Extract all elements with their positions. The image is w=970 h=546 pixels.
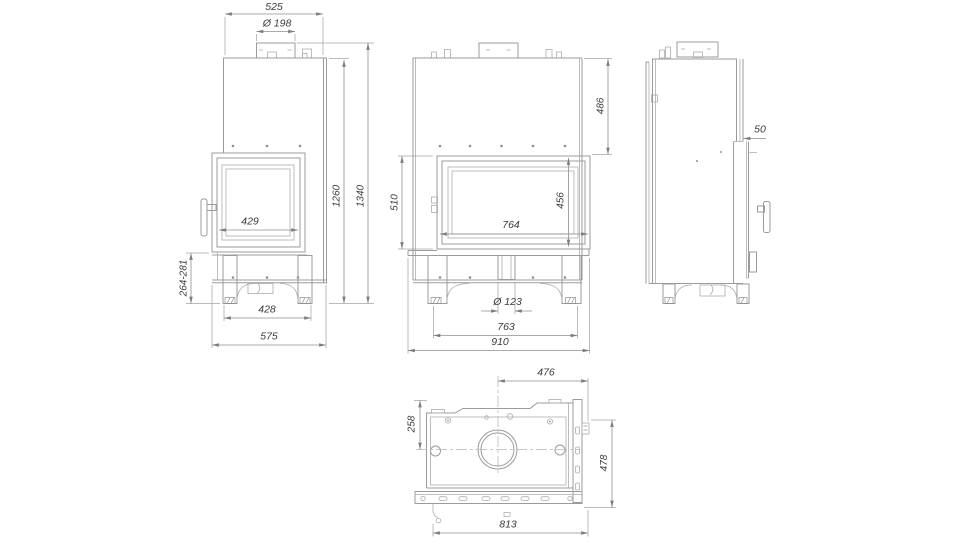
bolt-hole	[430, 445, 441, 457]
bolt-hole	[554, 444, 566, 456]
dim-depth: 478	[599, 454, 610, 471]
flange-bracket	[581, 422, 590, 435]
dim-side-glass-width: 429	[241, 216, 259, 228]
side-door-frame	[211, 152, 306, 253]
hinge	[431, 205, 438, 213]
dim-flue-to-back: 258	[407, 415, 418, 433]
dim-glass-height: 456	[556, 192, 567, 209]
air-control-lever	[749, 251, 757, 273]
base-latch	[699, 284, 726, 297]
dim-total-depth: 575	[260, 331, 278, 343]
mounting-flange	[572, 399, 583, 503]
side-glass	[225, 168, 291, 237]
dim-top-depth: 525	[265, 1, 283, 13]
dim-flue-to-right: 476	[537, 367, 555, 379]
front-strip	[414, 491, 583, 504]
dim-leg-range: 264-281	[179, 260, 190, 298]
door-handle	[763, 201, 771, 233]
front-door-frame	[436, 155, 591, 250]
dim-feet-depth: 428	[258, 304, 276, 316]
dim-air-inlet: Ø 123	[492, 296, 522, 308]
base-latch	[247, 283, 274, 294]
top-view: 476 258 478 813	[407, 367, 616, 537]
dim-upper-height: 486	[596, 97, 607, 114]
right-side-view: 525 Ø 198 429 1260 1340 264-281 428 575	[179, 1, 374, 348]
flue-stub	[676, 41, 719, 58]
dim-flue-diameter: Ø 198	[262, 18, 292, 30]
front-view: 486 510 764 456 Ø 123 763 910	[390, 42, 612, 354]
hinge	[431, 196, 438, 204]
door-handle	[200, 198, 208, 237]
dim-total-width: 910	[491, 336, 509, 348]
chain-hook	[435, 517, 442, 524]
shield-clip	[651, 94, 658, 103]
door-handle-bracket	[757, 205, 765, 213]
dim-door-height: 510	[390, 194, 401, 211]
left-side-view: 50	[645, 41, 771, 304]
dim-glass-width: 764	[502, 219, 520, 231]
dim-height-body: 1260	[332, 184, 343, 207]
dim-rear-offset: 50	[754, 124, 766, 136]
dim-front-width: 813	[499, 519, 517, 531]
flue-stub	[478, 42, 519, 59]
top-clip	[267, 51, 277, 59]
dim-feet-width: 763	[497, 321, 515, 333]
dim-height-total: 1340	[356, 184, 367, 207]
